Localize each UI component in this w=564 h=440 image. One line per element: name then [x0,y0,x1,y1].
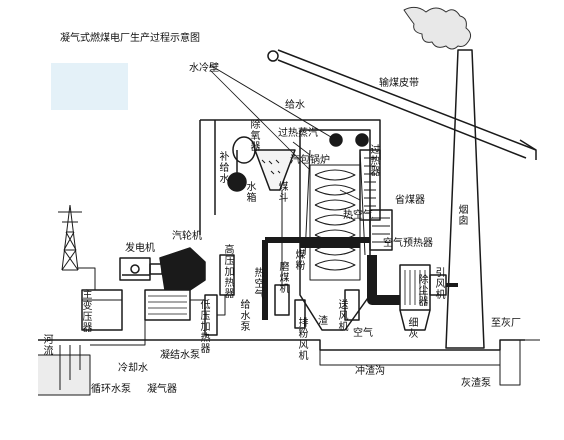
label-coal-pulverizer: 磨煤机 [279,262,290,295]
label-makeup-water: 补给水 [219,152,230,185]
label-slag: 渣 [318,316,328,327]
label-cooling-water: 冷却水 [118,363,148,374]
diagram-title: 凝气式燃煤电厂生产过程示意图 [60,33,200,44]
superheater-block [359,149,393,251]
label-condensate-pump: 凝结水泵 [160,350,200,361]
coal-hopper [254,149,296,191]
label-air-preheater: 空气预热器 [383,238,433,249]
label-steam-drum-boiler: 汽包锅炉 [290,155,330,166]
label-precipitator: 除尘器 [418,275,429,308]
label-induced-fan: 引风机 [435,268,446,301]
label-lp-heater: 低压加热器 [200,300,211,355]
label-turbine: 汽轮机 [172,231,202,242]
label-chimney: 烟囱 [458,205,469,227]
ash-pit [499,340,521,386]
label-superheated-steam: 过热蒸汽 [278,128,318,139]
label-hot-air-upper: 热空气 [343,210,373,221]
label-coal-hopper: 煤斗 [278,182,289,204]
label-river: 河流 [43,335,54,357]
label-economizer: 省煤器 [395,195,425,206]
label-air: 空气 [353,328,373,339]
note-box [51,63,128,110]
label-ash: 细灰 [408,318,419,340]
generator [119,257,163,281]
coal-conveyor [267,49,537,160]
flue-duct [367,255,400,305]
forced-fan [344,289,360,321]
water-tank [227,172,247,192]
label-feed-pump: 给水泵 [240,300,251,333]
turbine [159,247,206,291]
label-hp-heater: 高压加热器 [224,245,235,300]
label-deaerator: 除氧器 [250,120,261,153]
label-coal-conveyor: 输煤皮带 [379,78,419,89]
hp-heater [219,254,235,296]
label-pulverized-coal: 煤粉 [295,250,306,272]
label-forced-fan: 送风机 [338,300,349,333]
river [38,354,91,396]
label-slag-channel: 冲渣沟 [355,366,385,377]
label-water-tank: 水箱 [246,182,257,204]
precipitator [399,264,431,331]
label-to-ash-yard: 至灰厂 [491,318,521,329]
label-exhaust-fan: 排粉风机 [298,318,309,362]
label-circulating-pump: 循环水泵 [91,384,131,395]
main-transformer [81,274,150,331]
label-condenser: 凝气器 [147,384,177,395]
condenser [144,289,191,321]
smoke [403,6,472,50]
label-main-transformer: 主变压器 [82,290,93,334]
ground-line [38,339,525,351]
power-tower [58,204,82,271]
deaerator [232,136,256,164]
label-water-wall: 水冷壁 [189,63,219,74]
chimney [445,49,485,349]
leader-lines [209,69,361,201]
label-feed-water: 给水 [285,100,305,111]
exhaust-fan [294,299,306,329]
slag-channel [319,350,501,366]
label-ash-pump: 灰渣泵 [461,378,491,389]
label-generator: 发电机 [125,243,155,254]
boiler [299,129,371,331]
label-hot-air: 热空气 [254,268,265,301]
induced-fan [429,274,458,296]
label-superheater: 过热器 [370,145,381,178]
